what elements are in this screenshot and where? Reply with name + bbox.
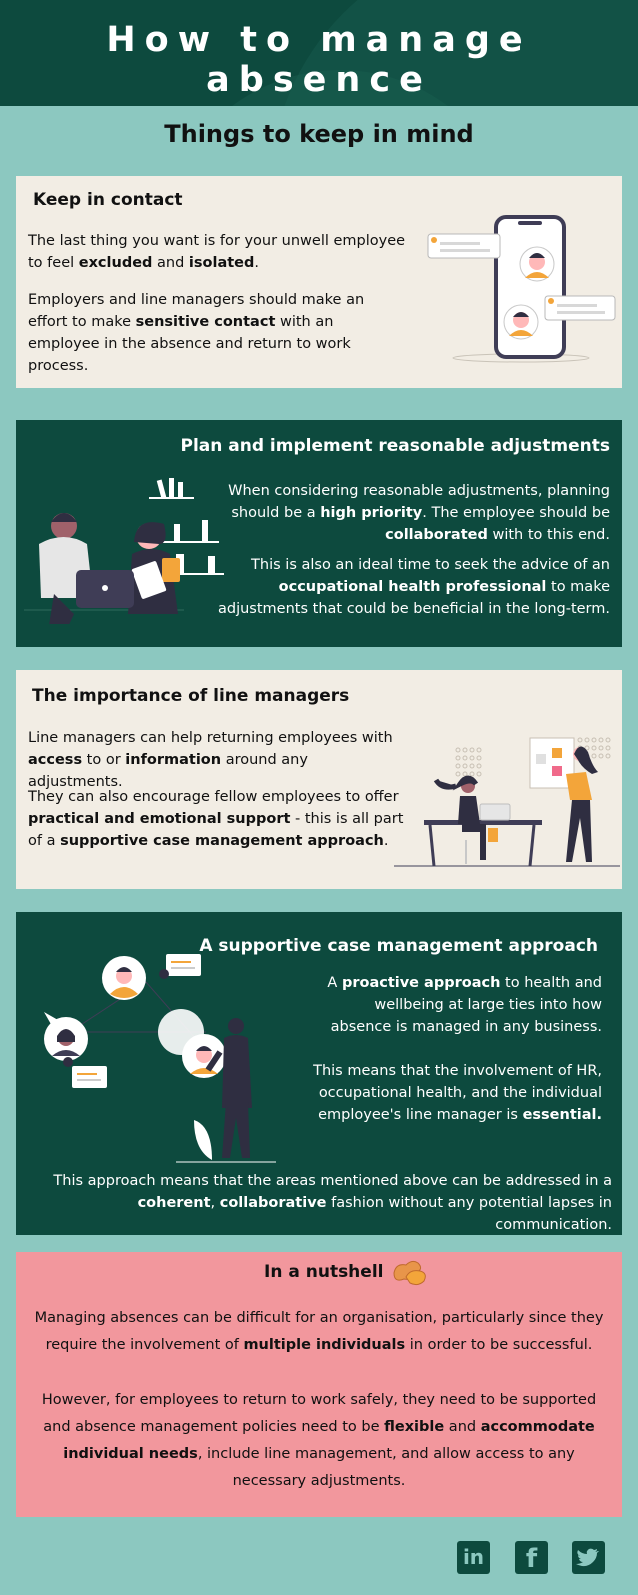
card-heading: In a nutshell — [264, 1262, 384, 1282]
card-paragraph: Employers and line managers should make … — [28, 292, 365, 374]
card-paragraph: Line managers can help returning employe… — [28, 730, 393, 790]
card-in-a-nutshell: In a nutshell Managing absences can be d… — [16, 1252, 622, 1517]
card-paragraph: The last thing you want is for your unwe… — [28, 233, 406, 271]
header-banner: How to manage absence — [0, 0, 638, 106]
card-reasonable-adjustments: Plan and implement reasonable adjustment… — [16, 420, 622, 647]
twitter-bird-glyph — [576, 1548, 599, 1567]
card-keep-in-contact: Keep in contact The last thing you want … — [16, 176, 622, 388]
card-paragraph: When considering reasonable adjustments,… — [228, 483, 610, 543]
facebook-icon[interactable]: f — [515, 1541, 548, 1574]
phone-chat-illustration — [427, 215, 616, 363]
card-paragraph: Managing absences can be difficult for a… — [34, 1310, 604, 1353]
network-illustration — [44, 954, 276, 1163]
card-paragraph: This means that the involvement of HR, o… — [313, 1063, 602, 1123]
desk-workers-illustration — [394, 737, 620, 867]
card-heading: Keep in contact — [33, 190, 183, 210]
page-subtitle: Things to keep in mind — [164, 120, 474, 148]
card-heading: Plan and implement reasonable adjustment… — [180, 436, 610, 456]
page-title: How to manage absence — [106, 20, 532, 100]
card-paragraph: However, for employees to return to work… — [41, 1392, 597, 1489]
card-paragraph: This is also an ideal time to seek the a… — [218, 557, 610, 617]
peanut-icon — [393, 1260, 426, 1286]
linkedin-icon[interactable]: in — [457, 1541, 490, 1574]
office-team-illustration — [24, 478, 224, 624]
card-paragraph: A proactive approach to health and wellb… — [327, 975, 602, 1035]
card-line-managers: The importance of line managers Line man… — [16, 670, 622, 889]
card-heading: The importance of line managers — [32, 686, 350, 706]
card-case-management: A supportive case management approach A … — [16, 912, 622, 1235]
card-paragraph: This approach means that the areas menti… — [53, 1173, 612, 1233]
card-heading: A supportive case management approach — [199, 936, 598, 956]
twitter-icon[interactable] — [572, 1541, 605, 1574]
card-paragraph: They can also encourage fellow employees… — [28, 789, 404, 849]
